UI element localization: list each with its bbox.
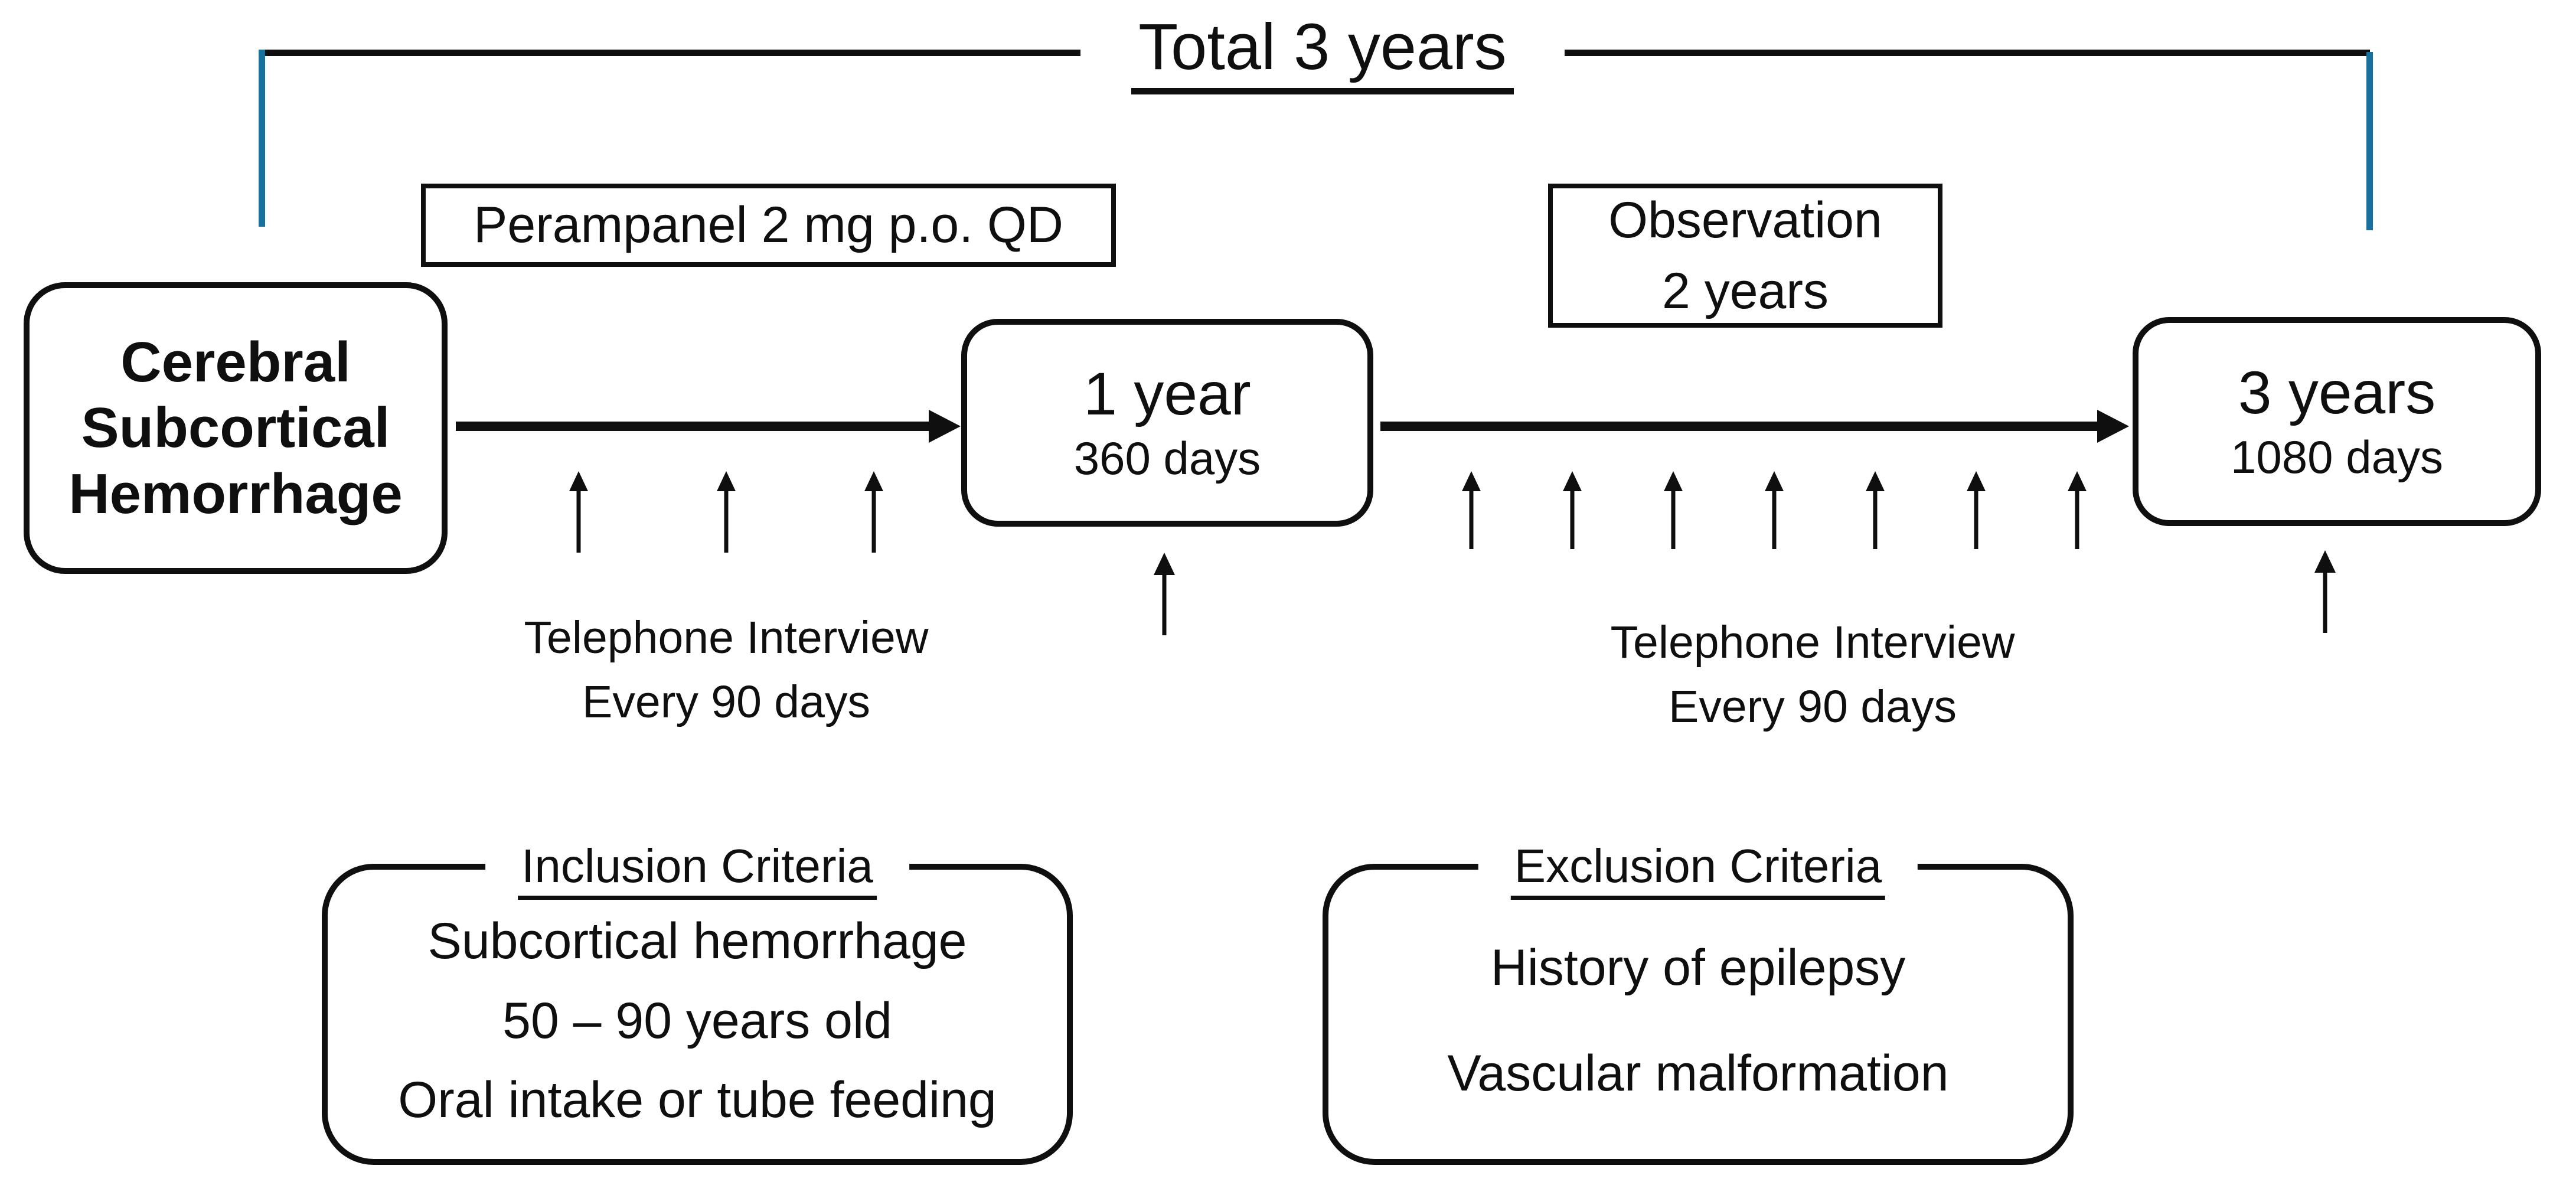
- exclusion-criteria-item-1: History of epilepsy: [1490, 939, 1906, 996]
- interview-tick-arrow: [863, 471, 884, 553]
- telephone-interview-left-line-1: Telephone Interview: [524, 612, 929, 663]
- interview-tick-arrow: [1461, 471, 1482, 549]
- inclusion-criteria-item-3: Oral intake or tube feeding: [398, 1072, 997, 1129]
- telephone-interview-label-left: Telephone Interview Every 90 days: [354, 606, 1098, 735]
- start-event-line-2: Subcortical: [81, 396, 390, 460]
- interview-tick-arrow: [716, 471, 737, 553]
- interview-ticks-left: [568, 471, 884, 553]
- observation-label-line-2: 2 years: [1661, 263, 1829, 319]
- telephone-interview-right-line-1: Telephone Interview: [1610, 617, 2015, 668]
- inclusion-criteria-box: Inclusion Criteria Subcortical hemorrhag…: [322, 840, 1073, 1165]
- inclusion-criteria-item-1: Subcortical hemorrhage: [427, 913, 967, 970]
- telephone-interview-right-line-2: Every 90 days: [1669, 681, 1957, 733]
- total-duration-title: Total 3 years: [1080, 8, 1565, 94]
- interview-tick-arrow: [1764, 471, 1785, 549]
- total-bracket-line-right: [1565, 50, 2370, 56]
- treatment-label-box: Perampanel 2 mg p.o. QD: [421, 184, 1116, 267]
- interview-ticks-right: [1461, 471, 2088, 549]
- total-duration-label: Total 3 years: [1131, 11, 1514, 94]
- interview-tick-arrow: [1663, 471, 1684, 549]
- total-bracket-tick-left: [259, 50, 265, 227]
- milestone-1year-box: 1 year 360 days: [961, 319, 1373, 527]
- interview-tick-arrow: [1562, 471, 1583, 549]
- milestone-1year-title: 1 year: [1083, 360, 1251, 428]
- interview-tick-arrow: [1865, 471, 1886, 549]
- milestone-1year-subtitle: 360 days: [1073, 432, 1261, 485]
- inclusion-criteria-title-label: Inclusion Criteria: [518, 840, 877, 900]
- treatment-label: Perampanel 2 mg p.o. QD: [473, 197, 1064, 254]
- milestone-3years-box: 3 years 1080 days: [2133, 317, 2541, 526]
- milestone-3years-subtitle: 1080 days: [2231, 431, 2443, 484]
- start-event-line-3: Hemorrhage: [68, 462, 403, 525]
- exclusion-criteria-item-2: Vascular malformation: [1447, 1045, 1949, 1102]
- interview-tick-arrow: [568, 471, 589, 553]
- start-event-line-1: Cerebral: [120, 330, 351, 394]
- milestone-1year-pointer-arrow: [1152, 553, 1176, 635]
- milestone-3years-title: 3 years: [2238, 359, 2436, 427]
- interview-tick-arrow: [1966, 471, 1987, 549]
- exclusion-criteria-title-label: Exclusion Criteria: [1510, 840, 1886, 900]
- exclusion-criteria-title: Exclusion Criteria: [1478, 840, 1918, 900]
- exclusion-criteria-items: History of epilepsy Vascular malformatio…: [1340, 890, 2056, 1152]
- total-bracket-line-left: [262, 50, 1080, 56]
- inclusion-criteria-title: Inclusion Criteria: [485, 840, 909, 900]
- observation-label-line-1: Observation: [1608, 191, 1882, 249]
- interview-tick-arrow: [2066, 471, 2088, 549]
- telephone-interview-left-line-2: Every 90 days: [582, 677, 870, 728]
- exclusion-criteria-box: Exclusion Criteria History of epilepsy V…: [1323, 840, 2074, 1165]
- inclusion-criteria-items: Subcortical hemorrhage 50 – 90 years old…: [339, 890, 1055, 1152]
- observation-period-arrow: [1380, 410, 2129, 443]
- telephone-interview-label-right: Telephone Interview Every 90 days: [1447, 610, 2179, 740]
- inclusion-criteria-item-2: 50 – 90 years old: [502, 992, 892, 1049]
- milestone-3years-pointer-arrow: [2313, 550, 2337, 633]
- treatment-period-arrow: [456, 410, 961, 443]
- total-bracket-tick-right: [2366, 52, 2373, 230]
- observation-label-box: Observation 2 years: [1548, 184, 1942, 328]
- start-event-box: Cerebral Subcortical Hemorrhage: [24, 282, 448, 574]
